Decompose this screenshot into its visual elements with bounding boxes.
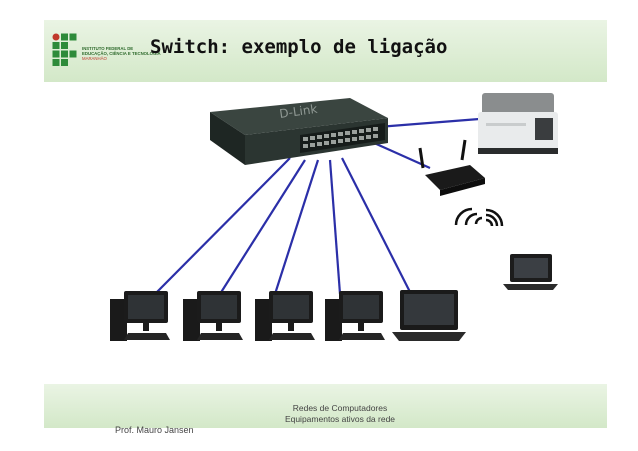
desktop-computer-icon [325, 291, 385, 341]
footer-subject: Equipamentos ativos da rede [270, 414, 410, 424]
laptop-icon [503, 254, 558, 290]
desktop-computer-icon [255, 291, 315, 341]
switch-icon: D-Link [210, 98, 388, 165]
cable-pc-4 [330, 160, 340, 294]
cable-pc-1 [155, 158, 290, 294]
cable-pc-2 [220, 160, 305, 294]
laptop-icon [392, 290, 466, 341]
footer-author: Prof. Mauro Jansen [115, 425, 194, 435]
cable-laptop [342, 158, 410, 292]
cable-pc-3 [275, 160, 318, 294]
wifi-signal-icon [456, 209, 502, 226]
desktop-computer-icon [110, 291, 170, 341]
printer-icon [478, 93, 558, 154]
desktop-computer-icon [183, 291, 243, 341]
footer-course: Redes de Computadores [270, 403, 410, 413]
